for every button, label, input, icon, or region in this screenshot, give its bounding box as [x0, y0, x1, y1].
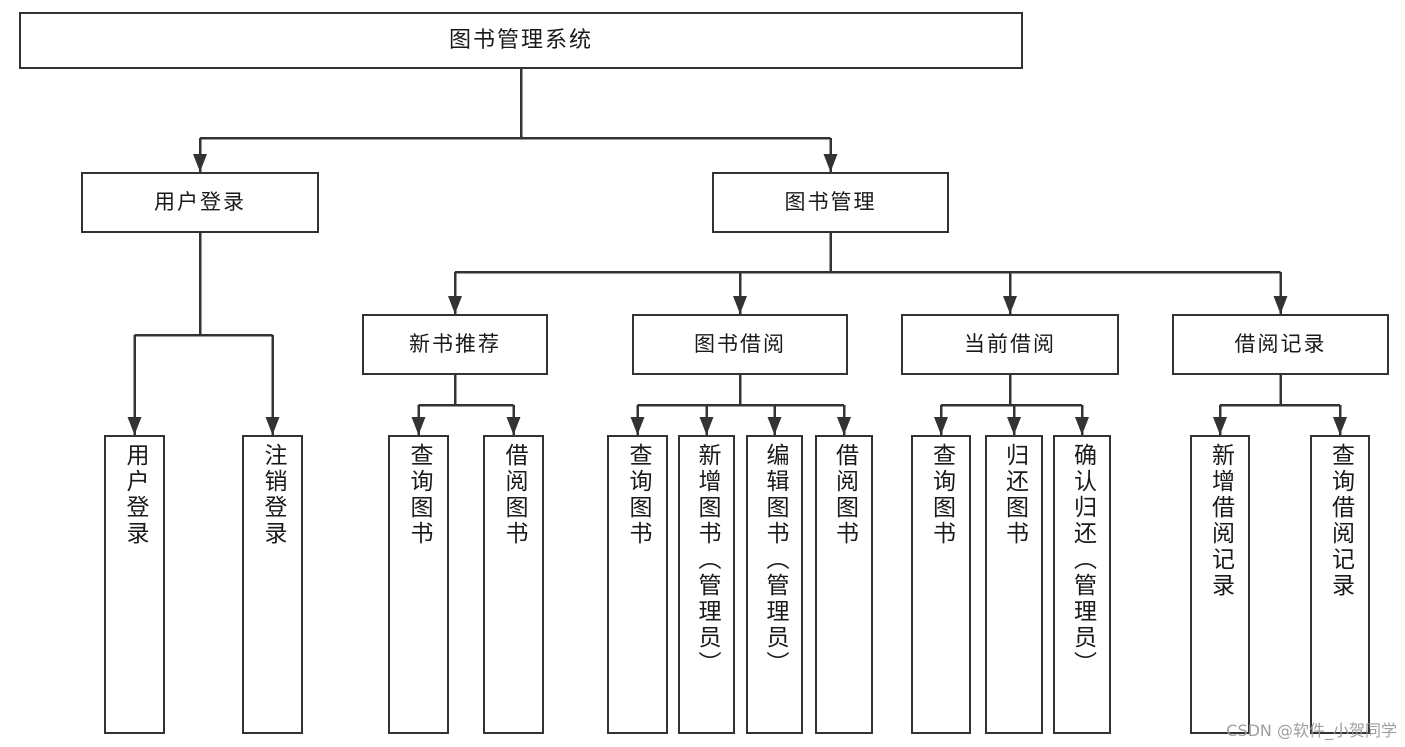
watermark-text: CSDN @软件_小贺同学	[1226, 721, 1397, 740]
node-leaf-confirm-return: 确认归还（管理员）	[1053, 435, 1111, 734]
node-book-borrow: 图书借阅	[632, 314, 848, 375]
node-label: 确认归还（管理员）	[1069, 443, 1096, 677]
edge-arrowhead	[1213, 417, 1227, 435]
edge-arrowhead	[506, 417, 521, 435]
node-leaf-borrow-book-2: 借阅图书	[815, 435, 873, 734]
node-root: 图书管理系统	[19, 12, 1023, 69]
node-label: 新增借阅记录	[1207, 443, 1234, 599]
node-leaf-add-book: 新增图书（管理员）	[678, 435, 735, 734]
edge-arrowhead	[411, 417, 426, 435]
edge-arrowhead	[630, 417, 645, 435]
edge-arrowhead	[934, 417, 948, 435]
node-leaf-query-book-1: 查询图书	[388, 435, 449, 734]
edge-arrowhead	[1333, 417, 1347, 435]
node-label: 用户登录	[122, 443, 148, 547]
edge-arrowhead	[1273, 296, 1288, 314]
node-current-borrow: 当前借阅	[901, 314, 1119, 375]
node-label: 查询图书	[406, 443, 432, 547]
edge-arrowhead	[193, 154, 207, 172]
node-leaf-return-book: 归还图书	[985, 435, 1043, 734]
node-label: 用户登录	[154, 190, 246, 215]
node-leaf-logout: 注销登录	[242, 435, 303, 734]
node-label: 图书管理系统	[448, 27, 593, 53]
edge-arrowhead	[1075, 417, 1089, 435]
node-label: 借阅图书	[831, 443, 858, 547]
edge-arrowhead	[265, 417, 280, 435]
node-user-login: 用户登录	[81, 172, 319, 233]
edge-arrowhead	[837, 417, 851, 435]
node-label: 编辑图书（管理员）	[762, 443, 788, 677]
node-label: 查询图书	[928, 443, 955, 547]
node-leaf-query-book-3: 查询图书	[911, 435, 971, 734]
node-label: 当前借阅	[964, 332, 1056, 357]
edge-arrowhead	[823, 154, 838, 172]
edge-arrowhead	[448, 296, 462, 314]
node-leaf-edit-book: 编辑图书（管理员）	[746, 435, 803, 734]
node-label: 查询图书	[625, 443, 651, 547]
edge-arrowhead	[127, 417, 142, 435]
node-label: 新书推荐	[409, 332, 501, 357]
node-label: 图书管理	[784, 190, 877, 215]
node-label: 借阅图书	[501, 443, 527, 547]
node-label: 借阅记录	[1234, 332, 1327, 357]
node-borrow-record: 借阅记录	[1172, 314, 1389, 375]
edge-arrowhead	[699, 417, 714, 435]
node-label: 查询借阅记录	[1327, 443, 1354, 599]
node-label: 归还图书	[1001, 443, 1028, 547]
node-leaf-add-record: 新增借阅记录	[1190, 435, 1250, 734]
node-leaf-query-record: 查询借阅记录	[1310, 435, 1370, 734]
edge-arrowhead	[1007, 417, 1021, 435]
edge-arrowhead	[733, 296, 747, 314]
edge-arrowhead	[1003, 296, 1017, 314]
node-label: 注销登录	[260, 443, 286, 547]
node-new-book-rec: 新书推荐	[362, 314, 548, 375]
node-label: 图书借阅	[694, 332, 786, 357]
node-leaf-borrow-book-1: 借阅图书	[483, 435, 544, 734]
node-book-manage: 图书管理	[712, 172, 949, 233]
node-label: 新增图书（管理员）	[694, 443, 720, 677]
node-leaf-user-login: 用户登录	[104, 435, 165, 734]
edge-arrowhead	[767, 417, 782, 435]
node-leaf-query-book-2: 查询图书	[607, 435, 668, 734]
